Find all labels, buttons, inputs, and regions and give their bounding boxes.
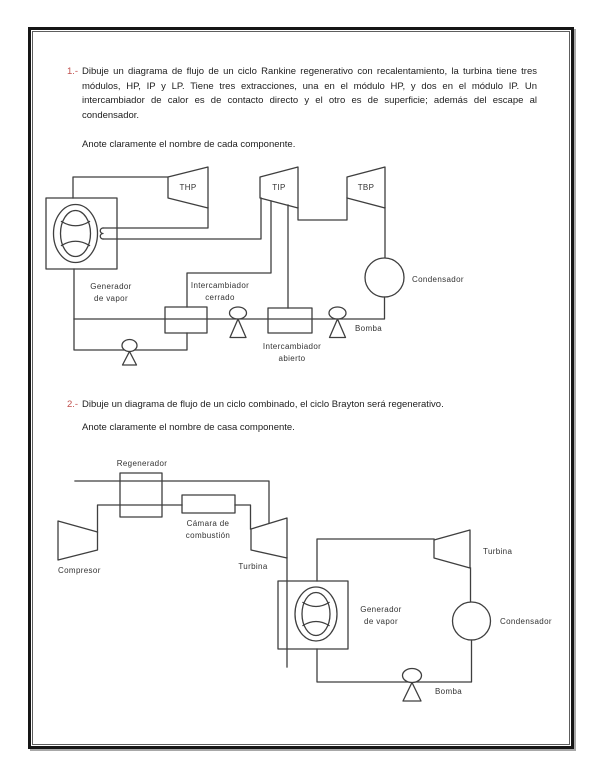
exercise-1-note: Anote claramente el nombre de cada compo… (82, 139, 296, 150)
exercise-2-paragraph: 2.-Dibuje un diagrama de flujo de un cic… (67, 398, 537, 413)
label-steam-turbine: Turbina (483, 547, 513, 556)
label-hp-turbine: THP (179, 183, 197, 192)
exercise-2-number: 2.- (67, 399, 79, 410)
page-border-frame (28, 27, 574, 749)
label-pump-2: Bomba (435, 687, 463, 696)
exercise-2-note: Anote claramente el nombre de casa compo… (82, 422, 295, 433)
exercise-2-text: Dibuje un diagrama de flujo de un ciclo … (82, 399, 444, 410)
label-ip-turbine: TIP (272, 183, 286, 192)
label-regenerator: Regenerador (116, 459, 168, 468)
label-gas-turbine: Turbina (238, 562, 268, 571)
label-pump-1: Bomba (355, 324, 383, 333)
label-condenser-2: Condensador (500, 617, 552, 626)
label-steam-generator-1: Generador de vapor (90, 282, 132, 303)
exercise-1-number: 1.- (67, 66, 79, 77)
label-open-heater: Intercambiador abierto (262, 342, 322, 363)
label-condenser-1: Condensador (412, 275, 464, 284)
label-combustion-chamber: Cámara de combustión (185, 519, 231, 540)
label-closed-heater: Intercambiador cerrado (190, 281, 250, 302)
label-steam-generator-2: Generador de vapor (360, 605, 402, 626)
exercise-1-paragraph: 1.-Dibuje un diagrama de flujo de un cic… (67, 65, 537, 123)
label-lp-turbine: TBP (357, 183, 375, 192)
label-compressor: Compresor (58, 566, 101, 575)
exercise-1-text: Dibuje un diagrama de flujo de un ciclo … (82, 66, 537, 121)
